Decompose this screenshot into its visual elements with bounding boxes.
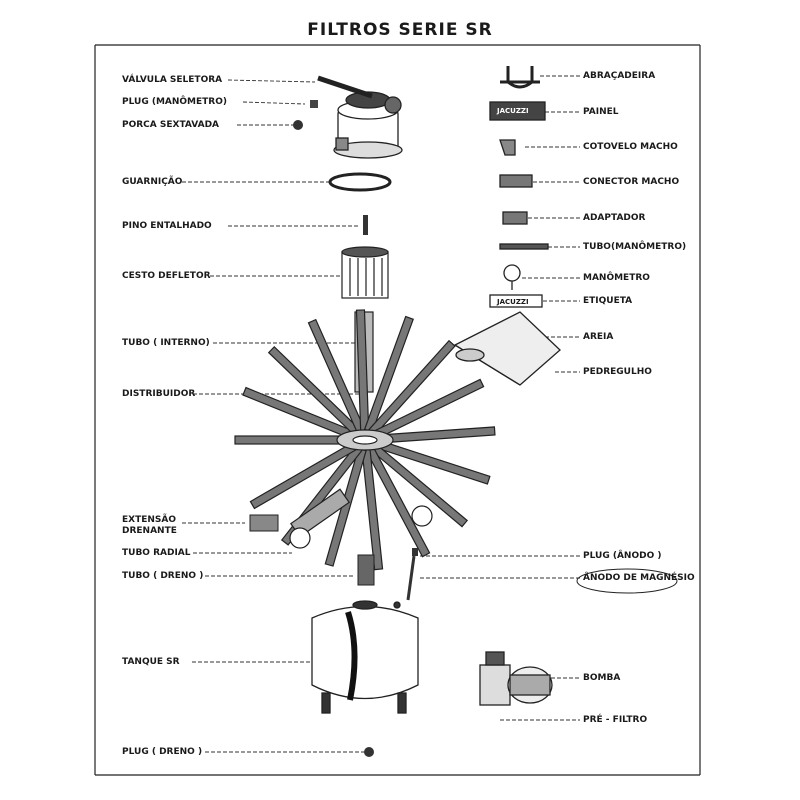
label-adaptador: ADAPTADOR	[583, 213, 646, 223]
label-painel: PAINEL	[583, 107, 619, 117]
etiqueta-brand: JACUZZI	[497, 298, 529, 306]
label-pre-filtro: PRÉ - FILTRO	[583, 715, 648, 725]
label-tubo-radial: TUBO RADIAL	[122, 548, 191, 558]
label-tanque-sr: TANQUE SR	[122, 657, 180, 667]
label-plug-anodo: PLUG (ÂNODO )	[583, 551, 662, 561]
label-pino-entalhado: PINO ENTALHADO	[122, 221, 212, 231]
label-conector-macho: CONECTOR MACHO	[583, 177, 680, 187]
label-areia: AREIA	[583, 332, 614, 342]
label-porca-sextavada: PORCA SEXTAVADA	[122, 120, 220, 130]
label-valvula-seletora: VÁLVULA SELETORA	[122, 75, 223, 85]
label-plug-dreno: PLUG ( DRENO )	[122, 747, 203, 757]
diagram-title: FILTROS SERIE SR	[307, 20, 493, 40]
label-tubo-interno: TUBO ( INTERNO)	[122, 338, 210, 348]
label-drenante: DRENANTE	[122, 526, 177, 536]
label-anodo-magnesio: ÂNODO DE MAGNÉSIO	[583, 573, 695, 583]
label-plug-manometro: PLUG (MANÔMETRO)	[122, 97, 227, 107]
label-tubo-dreno: TUBO ( DRENO )	[122, 571, 204, 581]
label-pedregulho: PEDREGULHO	[583, 367, 652, 377]
label-extensao: EXTENSÃO	[122, 515, 177, 525]
painel-brand: JACUZZI	[497, 107, 529, 115]
label-abracadeira: ABRAÇADEIRA	[583, 71, 656, 81]
label-bomba: BOMBA	[583, 673, 621, 683]
label-etiqueta: ETIQUETA	[583, 296, 633, 306]
label-manometro: MANÔMETRO	[583, 273, 650, 283]
label-tubo-manometro: TUBO(MANÔMETRO)	[583, 242, 687, 252]
label-cotovelo-macho: COTOVELO MACHO	[583, 142, 678, 152]
label-guarnicao: GUARNIÇÃO	[122, 177, 183, 187]
label-distribuidor: DISTRIBUIDOR	[122, 389, 196, 399]
label-cesto-defletor: CESTO DEFLETOR	[122, 271, 211, 281]
